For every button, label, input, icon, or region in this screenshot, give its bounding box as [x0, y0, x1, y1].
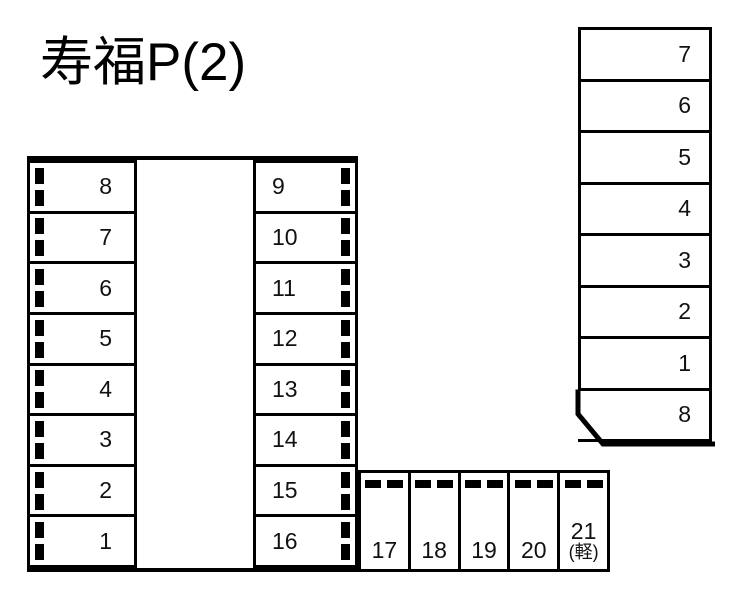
car-stop-icon [35, 370, 44, 409]
parking-stall[interactable]: 18 [410, 473, 461, 572]
parking-stall[interactable]: 1 [578, 336, 712, 388]
parking-stall[interactable]: 13 [253, 362, 358, 414]
car-stop-icon [35, 420, 44, 459]
parking-stall[interactable]: 2 [27, 463, 137, 515]
stall-number: 5 [99, 325, 112, 352]
stall-number: 11 [272, 274, 296, 301]
south-row-group: 17 18 19 20 21 (軽) [358, 470, 610, 572]
stall-number: 17 [371, 537, 398, 563]
parking-stall-compact[interactable]: 21 (軽) [560, 473, 610, 572]
stall-number: 19 [471, 537, 497, 563]
stall-number: 9 [272, 173, 285, 200]
parking-stall[interactable]: 3 [27, 413, 137, 464]
car-stop-icon [341, 420, 350, 459]
car-stop-icon [341, 167, 350, 206]
parking-stall[interactable]: 11 [253, 261, 358, 312]
main-lot-group: 8 7 6 5 4 3 2 1 [27, 156, 358, 572]
stall-number: 4 [99, 375, 112, 402]
stall-number: 1 [678, 349, 691, 376]
parking-stall[interactable]: 4 [578, 181, 712, 233]
stall-number: 6 [678, 92, 691, 119]
east-block-group: 7 6 5 4 3 2 1 8 [575, 27, 715, 446]
stall-number: 8 [678, 401, 691, 428]
stall-number: 2 [99, 477, 112, 504]
car-stop-icon [341, 522, 350, 561]
parking-stall[interactable]: 20 [510, 473, 561, 572]
car-stop-icon [35, 319, 44, 358]
chamfered-corner-shape [575, 389, 715, 446]
car-stop-icon [341, 319, 350, 358]
parking-stall[interactable]: 5 [27, 311, 137, 363]
parking-stall[interactable]: 7 [578, 27, 712, 79]
parking-stall[interactable]: 2 [578, 284, 712, 336]
stall-number: 3 [678, 246, 691, 273]
stall-number: 1 [99, 527, 112, 554]
stall-size-label: (軽) [568, 542, 599, 563]
parking-stall[interactable]: 7 [27, 210, 137, 262]
stall-number: 8 [99, 173, 112, 200]
stall-number: 14 [272, 426, 298, 453]
car-stop-icon [464, 480, 503, 488]
car-stop-icon [341, 218, 350, 257]
car-stop-icon [35, 471, 44, 510]
parking-stall[interactable]: 6 [27, 261, 137, 312]
parking-stall[interactable]: 5 [578, 130, 712, 182]
west-column: 8 7 6 5 4 3 2 1 [27, 160, 137, 568]
stall-number: 18 [421, 537, 447, 563]
car-stop-icon [341, 269, 350, 308]
parking-stall[interactable]: 12 [253, 311, 358, 363]
stall-number: 2 [678, 298, 691, 325]
car-stop-icon [35, 167, 44, 206]
parking-stall[interactable]: 8 [27, 160, 137, 211]
parking-stall[interactable]: 10 [253, 210, 358, 262]
car-stop-icon [35, 218, 44, 257]
car-stop-icon [35, 522, 44, 561]
parking-stall[interactable]: 15 [253, 463, 358, 515]
parking-stall[interactable]: 17 [358, 473, 411, 572]
stall-number: 20 [520, 537, 547, 563]
car-stop-icon [564, 480, 603, 488]
stall-number: 5 [678, 143, 691, 170]
car-stop-icon [514, 480, 553, 488]
parking-stall[interactable]: 16 [253, 514, 358, 568]
parking-stall[interactable]: 8 [575, 387, 715, 446]
stall-number: 7 [678, 40, 691, 67]
stall-number: 7 [99, 223, 112, 250]
parking-stall[interactable]: 9 [253, 160, 358, 211]
page-title: 寿福P(2) [40, 33, 247, 92]
car-stop-icon [365, 480, 404, 488]
stall-number: 4 [678, 195, 691, 222]
parking-stall[interactable]: 3 [578, 233, 712, 285]
stall-number: 12 [272, 325, 298, 352]
car-stop-icon [341, 370, 350, 409]
car-stop-icon [415, 480, 454, 488]
stall-number: 21 [570, 518, 597, 545]
parking-stall[interactable]: 1 [27, 514, 137, 568]
stall-number: 15 [272, 477, 298, 504]
car-stop-icon [341, 471, 350, 510]
parking-stall[interactable]: 4 [27, 362, 137, 414]
car-stop-icon [35, 269, 44, 308]
stall-number: 13 [272, 375, 298, 402]
stall-number: 6 [99, 274, 112, 301]
stall-number: 3 [99, 426, 112, 453]
center-column: 9 10 11 12 13 14 15 16 [253, 160, 358, 568]
stall-number: 16 [272, 527, 298, 554]
parking-stall[interactable]: 19 [460, 473, 511, 572]
parking-stall[interactable]: 14 [253, 413, 358, 464]
stall-number: 10 [272, 223, 298, 250]
parking-stall[interactable]: 6 [578, 78, 712, 130]
